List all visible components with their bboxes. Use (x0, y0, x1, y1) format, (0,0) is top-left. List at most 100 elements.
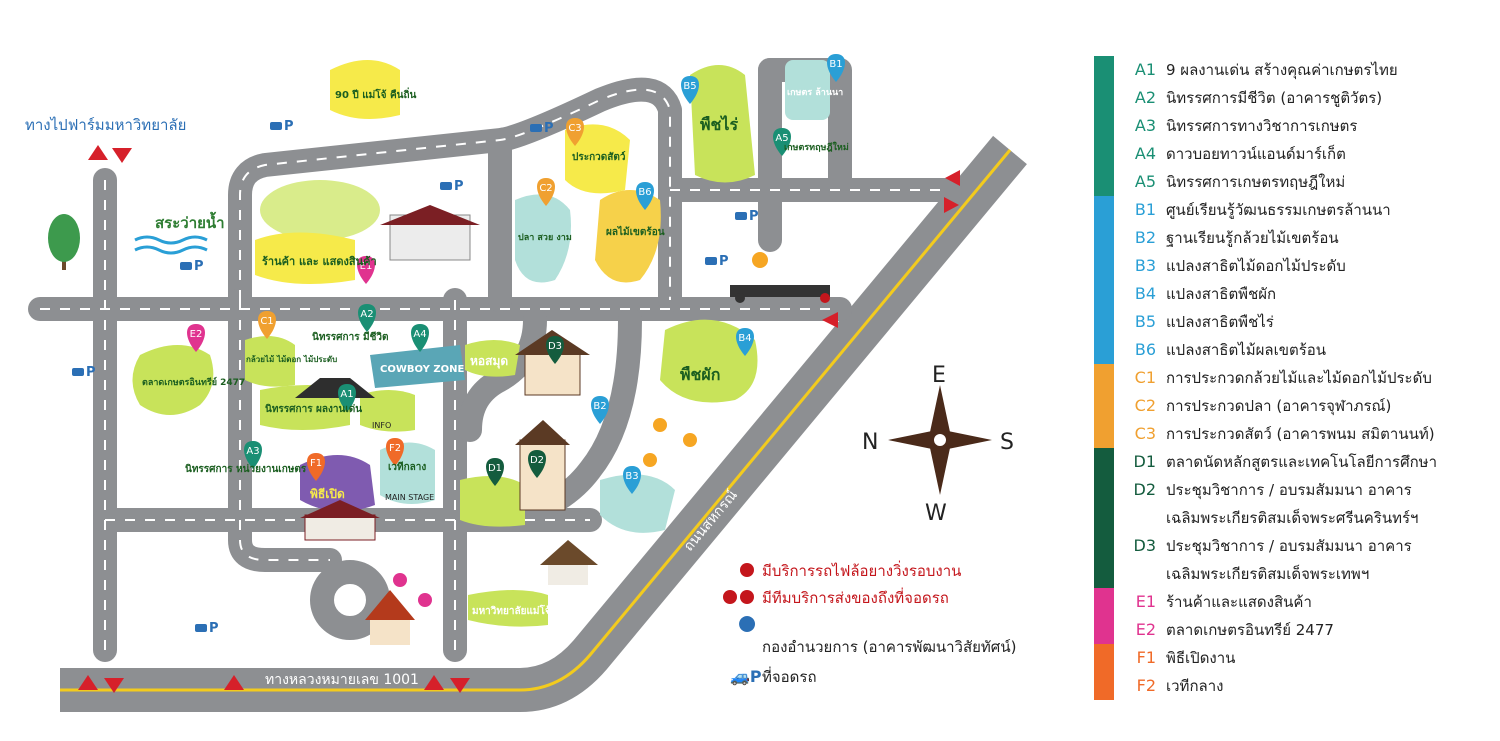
pin-c3[interactable]: C3 (566, 118, 584, 146)
animal-contest-label: ประกวดสัตว์ (572, 151, 626, 163)
legend-code: E2 (1135, 620, 1156, 639)
pin-marker-icon (636, 182, 654, 210)
car-icon (270, 122, 282, 130)
pin-a2[interactable]: A2 (358, 304, 376, 332)
hq-note: กองอำนวยการ (อาคารพัฒนาวิสัยทัศน์) (739, 616, 1016, 656)
lanna-agri-label: เกษตร ล้านนา (787, 87, 843, 98)
pin-c1[interactable]: C1 (258, 311, 276, 339)
legend-text: การประกวดปลา (อาคารจุฬาภรณ์) (1166, 397, 1392, 415)
pin-d3[interactable]: D3 (546, 336, 564, 364)
legend-text: ดาวบอยทาวน์แอนด์มาร์เก็ต (1166, 145, 1346, 163)
tree-icon (48, 214, 80, 270)
swimming-pool-water (134, 235, 208, 255)
pin-code: B5 (683, 81, 696, 92)
compass-rose (888, 385, 992, 495)
pin-marker-icon (528, 450, 546, 478)
pin-code: B2 (593, 401, 606, 412)
pin-e1[interactable]: E1 (357, 256, 375, 284)
pin-b1[interactable]: B1 (827, 54, 845, 82)
cowboy-zone-sign (370, 345, 465, 388)
field-crops-zone (690, 65, 755, 183)
pin-code: D3 (548, 341, 562, 352)
pin-code: C3 (568, 123, 581, 134)
pin-e2[interactable]: E2 (187, 324, 205, 352)
university-label: มหาวิทยาลัยแม่โจ้ (472, 604, 551, 617)
pin-code: A2 (360, 309, 373, 320)
legend-code: F1 (1136, 648, 1156, 667)
parking-icon: P (195, 621, 219, 636)
parking-icon: P (440, 179, 464, 194)
entry-arrows (78, 145, 960, 693)
legend-color-bar (1094, 672, 1114, 700)
parking-letter: P (284, 119, 294, 134)
flower-icons (393, 418, 697, 607)
vegetables-zone (660, 319, 758, 403)
main-stage-label: MAIN STAGE (385, 493, 434, 502)
swimming-pool-label: สระว่ายน้ำ (155, 211, 225, 232)
parking-letter: P (454, 179, 464, 194)
legend-color-bar (1094, 644, 1114, 672)
pin-marker-icon (566, 118, 584, 146)
d3-building (515, 330, 590, 396)
legend-text: เวทีกลาง (1166, 677, 1224, 695)
orchid-contest-label: กล้วยไม้ ไม้ดอก ไม้ประดับ (246, 354, 337, 364)
pin-marker-icon (357, 256, 375, 284)
pin-f2[interactable]: F2 (386, 438, 404, 466)
lanna-zone (785, 60, 830, 120)
pin-b6[interactable]: B6 (636, 182, 654, 210)
pin-f1[interactable]: F1 (307, 453, 325, 481)
compass-n: N (862, 430, 878, 455)
legend-code: D2 (1133, 480, 1157, 499)
legend-code: B3 (1134, 256, 1156, 275)
shop-sign-label: ร้านค้า และ แสดงสินค้า (262, 255, 377, 268)
opening-label: พิธีเปิด (310, 487, 345, 501)
legend-text: พิธีเปิดงาน (1166, 649, 1236, 667)
pin-c2[interactable]: C2 (537, 178, 555, 206)
pin-marker-icon (546, 336, 564, 364)
pin-a5[interactable]: A5 (773, 128, 791, 156)
shop-zone (255, 232, 355, 284)
pin-d2[interactable]: D2 (528, 450, 546, 478)
pin-code: A1 (340, 389, 353, 400)
pin-d1[interactable]: D1 (486, 458, 504, 486)
car-icon (72, 368, 84, 376)
tram-icon (730, 252, 830, 303)
vegetables-label: พืชผัก (680, 365, 720, 384)
pin-marker-icon (244, 441, 262, 469)
car-icon (440, 182, 452, 190)
legend-color-bar (1094, 56, 1114, 84)
stadium-roof (380, 205, 480, 225)
ninety-years-zone (330, 60, 400, 119)
hq-note-text: กองอำนวยการ (อาคารพัฒนาวิสัยทัศน์) (762, 638, 1016, 656)
pin-code: A5 (775, 133, 788, 144)
pin-b3[interactable]: B3 (623, 466, 641, 494)
pin-a1[interactable]: A1 (338, 384, 356, 412)
parking-icon: P (735, 209, 759, 224)
legend-color-bar (1094, 224, 1114, 252)
legend-text: ศูนย์เรียนรู้วัฒนธรรมเกษตรล้านนา (1166, 201, 1391, 219)
parking-icon: P (72, 365, 96, 380)
compass-w: W (925, 501, 947, 526)
legend-text: การประกวดกล้วยไม้และไม้ดอกไม้ประดับ (1166, 369, 1432, 387)
pin-a3[interactable]: A3 (244, 441, 262, 469)
legend-text: แปลงสาธิตไม้ดอกไม้ประดับ (1166, 257, 1346, 275)
pin-code: C2 (539, 183, 552, 194)
pin-b4[interactable]: B4 (736, 328, 754, 356)
legend-color-bar (1094, 532, 1114, 588)
legend-code: A5 (1134, 172, 1156, 191)
pin-code: B3 (625, 471, 638, 482)
pin-b5[interactable]: B5 (681, 76, 699, 104)
pin-code: C1 (260, 316, 273, 327)
football-field (260, 180, 380, 240)
legend-color-bar (1094, 588, 1114, 616)
tropical-fruit-zone (595, 190, 661, 283)
pin-a4[interactable]: A4 (411, 324, 429, 352)
pin-b2[interactable]: B2 (591, 396, 609, 424)
pin-marker-icon (623, 466, 641, 494)
parking-letter: P (86, 365, 96, 380)
